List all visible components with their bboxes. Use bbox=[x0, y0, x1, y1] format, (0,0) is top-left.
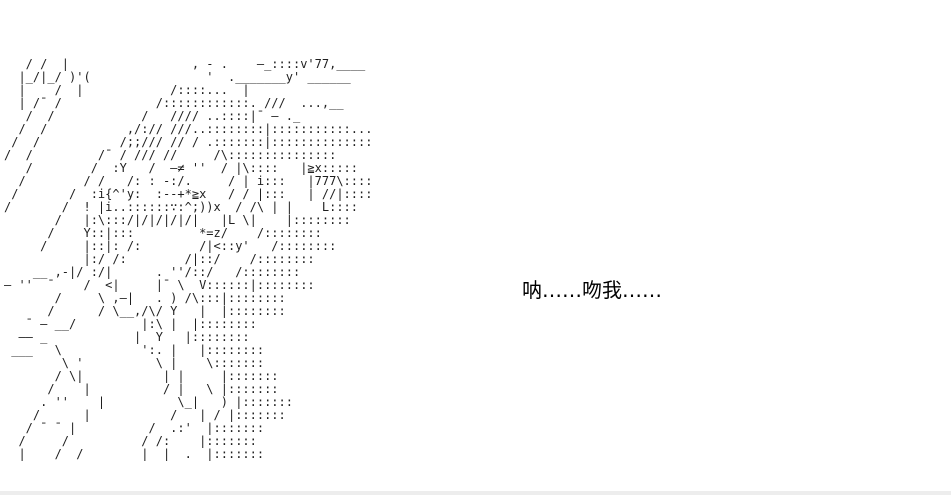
ascii-art: / / | , - . —_::::v'77,____ |_/|_/ )'( '… bbox=[4, 57, 373, 461]
dialogue-text: 呐……吻我…… bbox=[522, 278, 662, 302]
page-bottom-edge bbox=[0, 491, 951, 495]
